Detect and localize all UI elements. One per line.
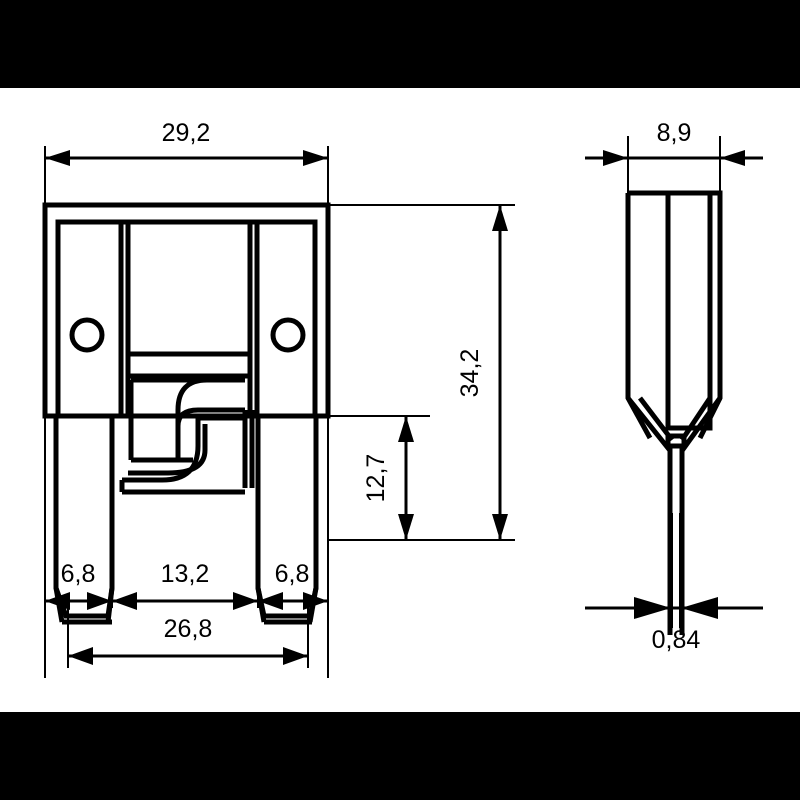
arrow-head-right-29-2	[303, 150, 328, 166]
dimension-6-8-right: 6,8	[258, 560, 328, 610]
dimension-34-2: 34,2	[456, 205, 508, 540]
left-terminal-pocket	[118, 222, 131, 416]
blade-left	[53, 416, 115, 619]
side-body-shoulder	[626, 396, 723, 456]
fuse-body-outline	[42, 202, 331, 419]
side-inner-slot	[665, 193, 713, 431]
dim-label-8-9: 8,9	[657, 119, 692, 147]
arrow-head-left-6-8-left	[45, 592, 70, 610]
side-shoulder-inner-right	[679, 396, 713, 442]
arrow-head-top-12-7	[398, 416, 414, 442]
dimension-29-2: 29,2	[45, 119, 328, 166]
arrow-head-left-29-2	[45, 150, 70, 166]
body-outer-rect	[42, 202, 331, 419]
arrow-head-left-8-9	[603, 150, 628, 166]
arrow-head-top-34-2	[492, 205, 508, 231]
side-blade	[667, 443, 685, 635]
arrow-head-right-13-2	[233, 592, 258, 610]
dim-label-26-8: 26,8	[164, 615, 213, 643]
arrow-head-left-26-8	[68, 647, 93, 665]
arrow-head-left-13-2	[112, 592, 137, 610]
dimension-8-9: 8,9	[585, 119, 763, 166]
dim-label-29-2: 29,2	[162, 119, 211, 147]
letterbox-band-bottom	[0, 712, 800, 800]
link-lower-curve-2	[128, 424, 208, 476]
dim-label-13-2: 13,2	[161, 560, 210, 588]
probe-hole-right-icon	[270, 317, 306, 353]
arrow-head-right-26-8	[283, 647, 308, 665]
blade-right	[255, 416, 319, 619]
dimension-0-84: 0,84	[585, 597, 763, 654]
dimension-6-8-left: 6,8	[45, 560, 112, 610]
side-shoulder-inner-left	[638, 396, 674, 442]
probe-hole-left-icon	[69, 317, 105, 353]
arrow-head-right-6-8-left	[87, 592, 112, 610]
arrow-head-right-6-8-right	[303, 592, 328, 610]
side-view-extension-lines	[627, 136, 721, 193]
letterbox-band-top	[0, 0, 800, 88]
arrow-head-left-6-8-right	[258, 592, 283, 610]
dimension-26-8: 26,8	[67, 601, 309, 668]
dim-label-6-8-left: 6,8	[61, 560, 96, 588]
arrow-head-right-0-84	[681, 597, 718, 619]
fusible-link-element	[119, 377, 255, 495]
dim-label-34-2: 34,2	[456, 349, 484, 398]
dim-label-6-8-right: 6,8	[275, 560, 310, 588]
fuse-element-upper-web	[128, 351, 253, 379]
front-view: 29,2 34,2 12,7	[42, 119, 515, 678]
side-body-outline	[625, 190, 723, 456]
link-upper-curve	[175, 377, 245, 460]
side-blade-thin-tip	[671, 513, 681, 628]
arrow-head-bottom-34-2	[492, 514, 508, 540]
dim-label-12-7: 12,7	[362, 454, 390, 503]
dimension-13-2: 13,2	[112, 560, 258, 610]
dimension-12-7: 12,7	[362, 416, 414, 540]
technical-drawing-canvas: 29,2 34,2 12,7	[0, 88, 800, 712]
arrow-head-right-8-9	[720, 150, 745, 166]
blade-right-chamfer-l	[255, 587, 267, 623]
arrow-head-bottom-12-7	[398, 514, 414, 540]
fuse-drawing-svg: 29,2 34,2 12,7	[42, 119, 763, 678]
blade-left-chamfer-r	[105, 587, 115, 623]
link-middle-step	[175, 407, 245, 427]
fuse-blades	[53, 416, 319, 625]
dim-label-0-84: 0,84	[652, 626, 701, 654]
right-terminal-pocket	[247, 222, 260, 416]
arrow-head-left-0-84	[634, 597, 671, 619]
side-view: 8,9 0,84	[585, 119, 763, 654]
